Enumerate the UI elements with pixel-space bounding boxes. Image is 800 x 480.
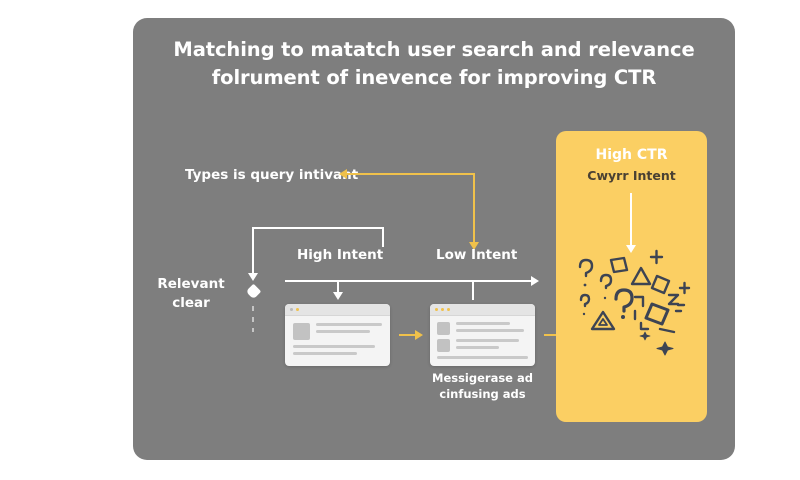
low-intent-ad-caption: Messigerase ad cinfusing ads: [430, 370, 535, 402]
browser-title-bar: [285, 304, 390, 316]
browser-content: [430, 316, 535, 365]
query-intent-connector-vertical: [473, 173, 475, 245]
ad-row: [293, 345, 382, 355]
card-to-card-arrowhead: [415, 330, 423, 340]
ad-row: [437, 322, 528, 335]
card-to-card-arrow-line: [399, 334, 417, 336]
window-dot-icon: [296, 308, 299, 311]
window-dot-icon: [290, 308, 293, 311]
confusion-doodles: [578, 249, 691, 356]
text-line: [316, 323, 382, 326]
low-intent-label: Low Intent: [436, 247, 518, 263]
browser-title-bar: [430, 304, 535, 316]
panel-inner-arrow-line: [630, 193, 632, 248]
ad-text-lines: [456, 339, 528, 349]
text-line: [456, 329, 525, 332]
high-intent-tick: [337, 280, 339, 295]
title-line-2: folrument of inevence for improving CTR: [211, 66, 657, 89]
ad-thumbnail: [293, 323, 310, 340]
ad-row: [293, 323, 382, 340]
text-line: [456, 339, 520, 342]
high-intent-label: High Intent: [297, 247, 384, 263]
window-dot-icon: [447, 308, 450, 311]
triangle-icon: [630, 266, 652, 286]
high-intent-ad-card[interactable]: [285, 304, 390, 366]
window-dot-icon: [441, 308, 444, 311]
high-ctr-panel: High CTR Cwyrr Intent: [556, 131, 707, 422]
text-line: [437, 356, 528, 359]
caption-line-1: Messigerase ad: [432, 371, 533, 385]
ad-text-lines: [293, 345, 382, 355]
intent-axis-line: [285, 280, 533, 282]
panel-inner-arrowhead: [626, 245, 636, 253]
ad-text-lines: [437, 356, 528, 359]
ad-row: [437, 356, 528, 359]
low-intent-ad-card[interactable]: [430, 304, 535, 366]
question-mark-icon: [599, 273, 613, 290]
relevant-label-line-1: Relevant: [157, 276, 225, 292]
relevant-label-line-2: clear: [172, 295, 210, 311]
relevant-node-marker: [245, 283, 262, 300]
star-icon: [639, 331, 651, 341]
text-line: [456, 322, 510, 325]
page-title: Matching to matatch user search and rele…: [173, 36, 695, 92]
question-mark-icon: [614, 288, 634, 313]
square-icon: [650, 274, 671, 295]
ad-thumbnail: [437, 339, 450, 352]
text-line: [293, 352, 358, 355]
ad-text-lines: [316, 323, 382, 333]
window-dot-icon: [435, 308, 438, 311]
star-icon: [656, 341, 674, 356]
ad-thumbnail: [437, 322, 450, 335]
query-intent-connector-arrowhead: [339, 169, 347, 179]
triangle-icon: [590, 310, 616, 331]
text-line: [316, 330, 371, 333]
question-mark-dot-icon: [583, 283, 587, 287]
relevant-dashed-tail: [252, 306, 254, 332]
question-mark-icon: [579, 293, 591, 308]
plus-icon: [678, 281, 691, 295]
question-mark-dot-icon: [621, 315, 625, 319]
square-icon: [644, 302, 670, 326]
card-to-panel-arrow-line: [544, 334, 562, 336]
relevant-connector-vertical: [252, 227, 254, 276]
browser-content: [285, 316, 390, 362]
query-intent-connector-horizontal: [347, 173, 475, 175]
text-line: [456, 346, 500, 349]
question-mark-dot-icon: [582, 312, 586, 316]
query-intent-connector-down-arrowhead: [469, 242, 479, 250]
dash-icon: [658, 327, 676, 334]
relevant-connector-horizontal: [252, 227, 384, 229]
title-line-1: Matching to matatch user search and rele…: [173, 38, 695, 61]
text-line: [293, 345, 375, 348]
bracket-icon: [633, 295, 645, 308]
zigzag-icon: [667, 293, 680, 306]
relevant-connector-arrowhead: [248, 273, 258, 281]
square-icon: [609, 256, 629, 274]
question-mark-icon: [578, 258, 594, 278]
plus-icon: [649, 249, 664, 265]
triangle-inner-icon: [598, 318, 608, 326]
low-intent-tick: [472, 280, 474, 300]
ad-row: [437, 339, 528, 352]
query-intent-label: Types is query intivant: [185, 167, 359, 183]
ad-text-lines: [456, 322, 528, 332]
bracket-icon: [639, 321, 650, 331]
caption-line-2: cinfusing ads: [439, 387, 526, 401]
relevant-connector-right-stub: [382, 227, 384, 247]
question-mark-dot-icon: [603, 296, 607, 300]
panel-subtitle: Cwyrr Intent: [587, 168, 676, 183]
intent-axis-arrowhead: [531, 276, 539, 286]
panel-title: High CTR: [595, 147, 668, 163]
high-intent-tick-arrowhead: [333, 292, 343, 300]
relevant-label: Relevant clear: [147, 275, 235, 313]
